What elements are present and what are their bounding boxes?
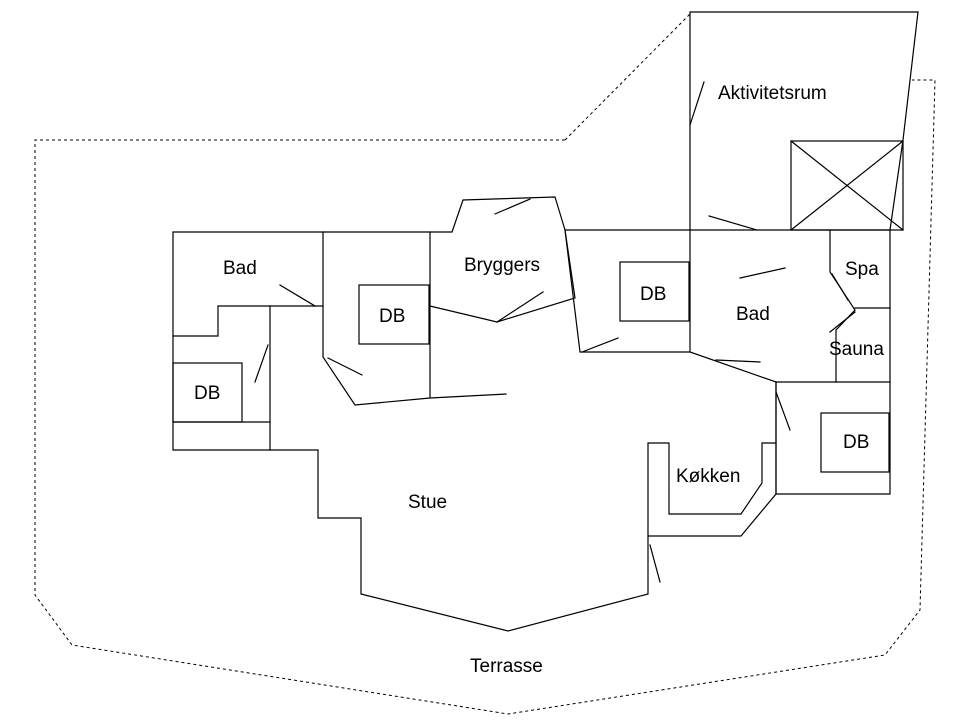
- label-db-center: DB: [640, 284, 666, 305]
- db-left-upper-box: [358, 284, 430, 345]
- label-sauna: Sauna: [829, 339, 884, 360]
- terrace-boundary: [34, 13, 936, 715]
- door-kokken: [649, 544, 661, 583]
- door-middle: [327, 357, 363, 376]
- db-right-box: [820, 412, 890, 473]
- door-bryggers-bottom: [496, 291, 544, 323]
- label-db-right: DB: [843, 432, 869, 453]
- shaft-cross: [790, 140, 904, 231]
- bad-right-walls: [689, 229, 891, 383]
- door-aktivitetsrum-lower: [708, 215, 758, 231]
- spa-sauna-walls: [829, 229, 891, 383]
- label-bad-right: Bad: [736, 304, 770, 325]
- label-bad-left: Bad: [223, 258, 257, 279]
- door-spa: [831, 273, 849, 301]
- right-db-walls: [775, 381, 891, 495]
- label-terrasse: Terrasse: [470, 656, 543, 677]
- center-room-walls: [564, 229, 691, 353]
- label-db-left-lower: DB: [194, 383, 220, 404]
- db-center-box: [619, 261, 690, 322]
- door-left-wing: [254, 344, 269, 383]
- door-aktivitetsrum: [689, 81, 705, 126]
- bad-left-walls: [172, 231, 324, 337]
- aktivitetsrum-walls: [689, 11, 919, 231]
- door-center: [581, 337, 619, 353]
- label-kokken: Køkken: [676, 466, 740, 487]
- door-bryggers-top: [494, 198, 531, 215]
- left-wing-walls: [172, 305, 271, 451]
- label-aktivitetsrum: Aktivitetsrum: [718, 83, 827, 104]
- door-sauna: [829, 311, 856, 333]
- label-bryggers: Bryggers: [464, 255, 540, 276]
- door-bad-right: [715, 267, 786, 363]
- door-bad-left: [279, 284, 316, 307]
- label-stue: Stue: [408, 492, 447, 513]
- door-right-db: [775, 391, 791, 431]
- stue-walls: [269, 381, 777, 632]
- label-spa: Spa: [845, 259, 879, 280]
- label-db-left-upper: DB: [379, 306, 405, 327]
- bryggers-walls: [429, 196, 576, 323]
- shaft-box: [790, 140, 904, 231]
- kokken-walls: [647, 442, 777, 537]
